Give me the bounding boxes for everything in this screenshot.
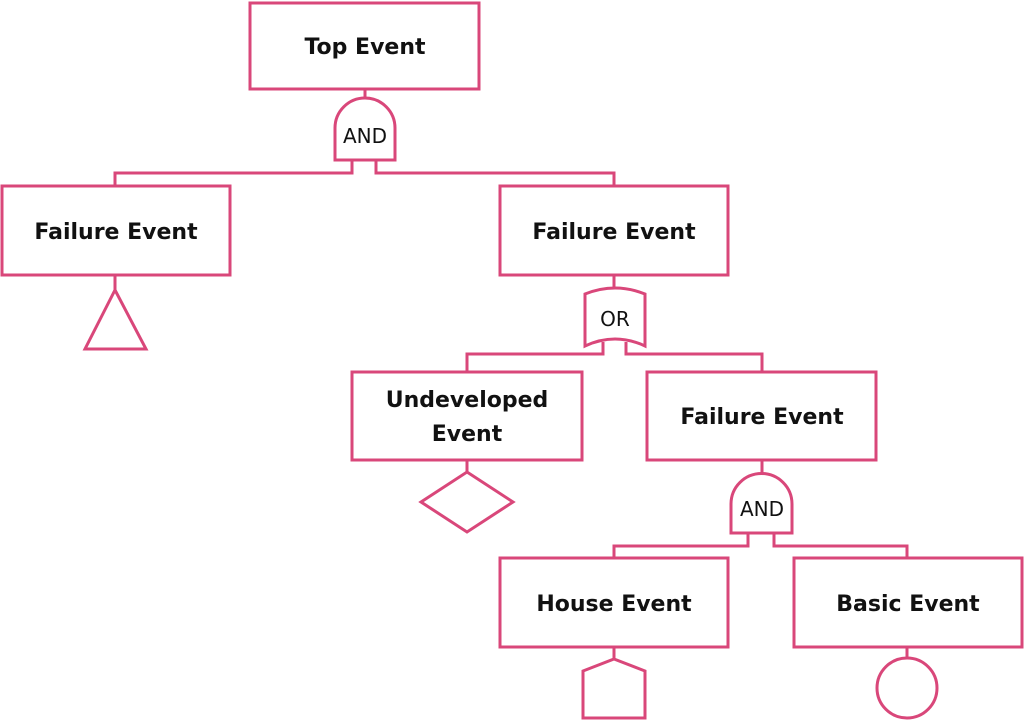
connector-and-to-house [612, 533, 750, 558]
connector-or-to-undeveloped [465, 342, 605, 372]
and-gate-icon [333, 96, 397, 162]
event-label: Basic Event [836, 592, 980, 617]
connector-or-to-failure-lower [624, 342, 764, 372]
event-box [645, 370, 878, 462]
event-box [350, 370, 584, 462]
gate-label: OR [600, 307, 630, 331]
connectors [113, 89, 909, 659]
event-house[interactable]: House Event [498, 556, 730, 649]
connector-and-to-basic [772, 533, 909, 558]
event-failure-right[interactable]: Failure Event [498, 184, 730, 277]
gate-label: AND [343, 124, 387, 148]
event-box [792, 556, 1024, 649]
or-gate-mid[interactable]: OR [583, 286, 647, 349]
house-icon [581, 657, 647, 720]
event-undeveloped[interactable]: Undeveloped Event [350, 370, 584, 462]
event-top[interactable]: Top Event [248, 1, 481, 91]
transfer-triangle-icon [82, 286, 149, 351]
event-box [0, 184, 232, 277]
connector-and-to-failure-right [374, 160, 616, 186]
and-gate-top[interactable]: AND [333, 96, 397, 162]
basic-event-circle-icon [875, 656, 939, 720]
event-label: House Event [536, 592, 692, 617]
and-gate-icon [729, 472, 794, 535]
event-label: Failure Event [532, 220, 696, 245]
event-label: Failure Event [680, 405, 844, 430]
event-box [498, 184, 730, 277]
event-box [498, 556, 730, 649]
event-label-line-2: Event [432, 422, 503, 447]
event-label: Top Event [304, 35, 426, 60]
event-box [248, 1, 481, 91]
undeveloped-diamond-icon [418, 470, 516, 534]
event-label: Failure Event [34, 220, 198, 245]
and-gate-lower[interactable]: AND [729, 472, 794, 535]
event-failure-left[interactable]: Failure Event [0, 184, 232, 277]
event-failure-lower[interactable]: Failure Event [645, 370, 878, 462]
connector-and-to-failure-left [113, 160, 354, 186]
gate-label: AND [740, 497, 784, 521]
event-label-line-1: Undeveloped [386, 388, 549, 413]
or-gate-icon [583, 286, 647, 349]
event-basic[interactable]: Basic Event [792, 556, 1024, 649]
